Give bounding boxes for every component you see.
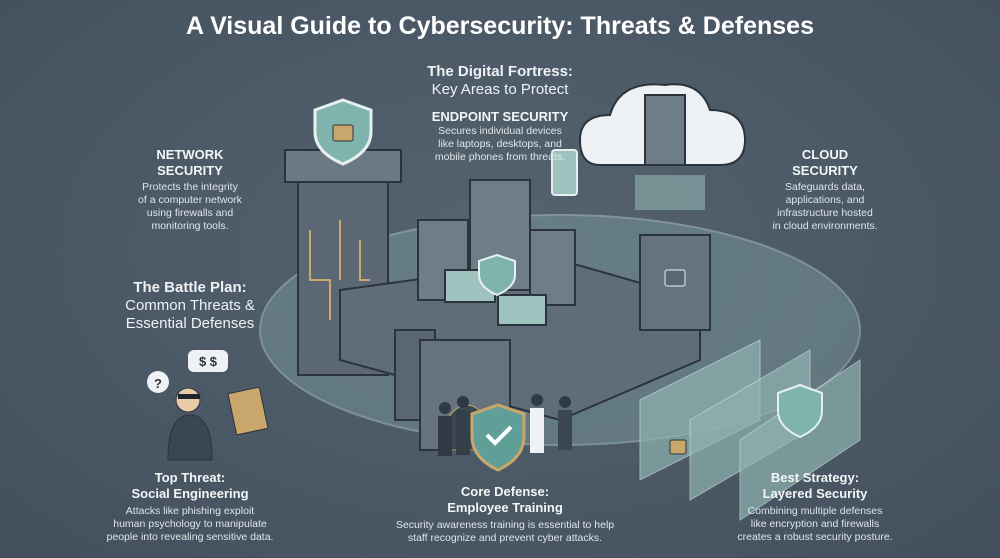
- training-group: [438, 394, 572, 472]
- battle-heading: The Battle Plan:: [133, 279, 247, 296]
- network-body-4: monitoring tools.: [151, 220, 229, 232]
- question-bubble-text: ?: [154, 376, 162, 391]
- network-section: NETWORK SECURITY Protects the integrity …: [115, 147, 265, 233]
- endpoint-heading: ENDPOINT SECURITY: [431, 109, 569, 124]
- cloud-server: [578, 83, 747, 331]
- money-bubble-text: $ $: [198, 354, 218, 369]
- training-heading-1: Core Defense:: [460, 484, 550, 499]
- battle-subheading-1: Common Threats &: [125, 297, 255, 314]
- cloud-body-2: applications, and: [785, 194, 865, 206]
- phishing-envelope-icon: [227, 386, 269, 436]
- layered-body-2: like encryption and firewalls: [750, 518, 880, 530]
- cloud-body-1: Safeguards data,: [785, 181, 865, 193]
- training-section: Core Defense: Employee Training Security…: [380, 484, 630, 545]
- training-body-1: Security awareness training is essential…: [395, 519, 615, 531]
- question-bubble-icon: [147, 371, 169, 393]
- fortress-subheading: Key Areas to Protect: [431, 81, 569, 98]
- layered-body-1: Combining multiple defenses: [747, 505, 883, 517]
- cloud-heading-2: SECURITY: [792, 163, 858, 178]
- layered-lock-icon: [669, 439, 687, 455]
- cloud-section: CLOUD SECURITY Safeguards data, applicat…: [745, 147, 905, 233]
- layered-heading-2: Layered Security: [762, 486, 868, 501]
- layered-shield-icon: [777, 383, 823, 439]
- layered-section: Best Strategy: Layered Security Combinin…: [715, 470, 915, 544]
- layered-heading-1: Best Strategy:: [770, 470, 860, 485]
- network-lock-icon: [332, 124, 354, 142]
- endpoint-body-2: like laptops, desktops, and: [438, 138, 562, 150]
- cloud-body-3: infrastructure hosted: [777, 207, 873, 219]
- threat-body-1: Attacks like phishing exploit: [125, 505, 255, 517]
- threat-heading-2: Social Engineering: [131, 486, 249, 501]
- hacker-figure: [147, 350, 269, 461]
- money-bubble-icon: [188, 350, 228, 372]
- endpoint-section: ENDPOINT SECURITY Secures individual dev…: [420, 109, 580, 164]
- training-body-2: staff recognize and prevent cyber attack…: [407, 532, 603, 544]
- endpoint-check-shield-icon: [478, 253, 516, 297]
- battle-subheading-2: Essential Defenses: [125, 315, 255, 332]
- fortress-heading: The Digital Fortress:: [427, 63, 573, 80]
- page-title: A Visual Guide to Cybersecurity: Threats…: [186, 12, 814, 40]
- training-heading-2: Employee Training: [447, 500, 563, 515]
- endpoint-body-3: mobile phones from threats.: [434, 151, 566, 163]
- network-body-2: of a computer network: [138, 194, 242, 206]
- endpoint-body-1: Secures individual devices: [438, 125, 562, 137]
- fortress-header: The Digital Fortress: Key Areas to Prote…: [395, 63, 605, 99]
- battle-plan-header: The Battle Plan: Common Threats & Essent…: [105, 279, 275, 333]
- threat-body-2: human psychology to manipulate: [113, 518, 267, 530]
- endpoint-devices: [417, 149, 578, 326]
- cloud-heading-1: CLOUD: [801, 147, 849, 162]
- network-body-1: Protects the integrity: [142, 181, 238, 193]
- threat-body-3: people into revealing sensitive data.: [106, 531, 274, 543]
- cloud-lock-icon: [664, 269, 686, 287]
- network-heading-2: SECURITY: [157, 163, 223, 178]
- network-heading-1: NETWORK: [156, 147, 224, 162]
- threat-heading-1: Top Threat:: [154, 470, 226, 485]
- network-body-3: using firewalls and: [146, 207, 234, 219]
- cloud-body-4: in cloud environments.: [772, 220, 878, 232]
- threat-section: Top Threat: Social Engineering Attacks l…: [90, 470, 290, 544]
- layered-security-panels: [639, 339, 861, 521]
- layered-body-3: creates a robust security posture.: [737, 531, 893, 543]
